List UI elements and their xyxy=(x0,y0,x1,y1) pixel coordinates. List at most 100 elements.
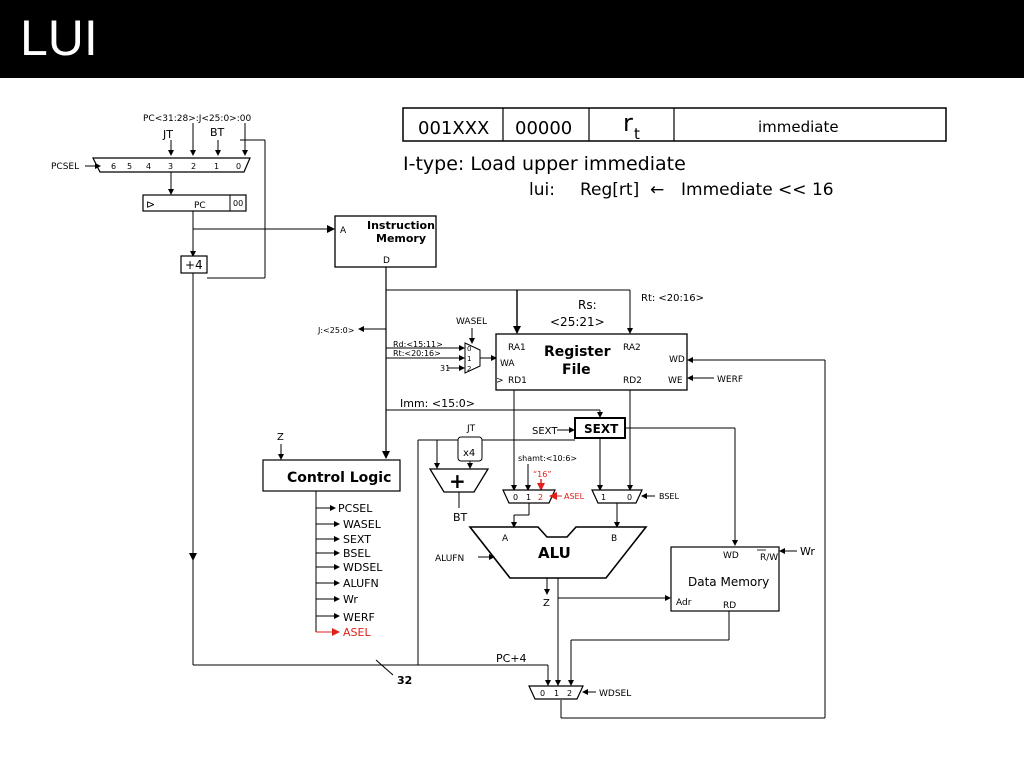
asel-mux xyxy=(502,489,556,504)
instruction-memory: Instruction Memory A D xyxy=(334,215,437,268)
rd-field-label: Rd:<15:11> xyxy=(393,340,443,349)
register-file: Register File RA1 RA2 WA WD > RD1 RD2 WE… xyxy=(495,333,826,719)
sext-box-label: SEXT xyxy=(584,422,619,436)
dmem-adr-port: Adr xyxy=(676,598,692,608)
dmem-wr-label: Wr xyxy=(800,545,815,558)
rs-field-label-2: <25:21> xyxy=(550,315,605,329)
pc-plus4-label: +4 xyxy=(185,258,203,272)
x4-label: x4 xyxy=(463,448,475,459)
pc4-label: PC+4 xyxy=(496,652,527,665)
assign-arrow-icon: ← xyxy=(650,180,664,200)
page-title: LUI xyxy=(20,10,98,66)
pcsel-in-2: 2 xyxy=(191,162,196,171)
pc-register xyxy=(142,194,247,212)
regfile-clock-icon: > xyxy=(496,376,504,386)
pcsel-label: PCSEL xyxy=(51,162,79,172)
rd2-port: RD2 xyxy=(623,376,642,386)
pcsel-in-4: 4 xyxy=(146,162,151,171)
dmem-label: Data Memory xyxy=(688,575,769,589)
wa-port: WA xyxy=(500,359,515,369)
control-logic-box xyxy=(262,459,401,492)
instruction-bus: Rt: <20:16> Rs: <25:21> J:<25:0> Rd:<15:… xyxy=(317,267,704,459)
register-file-box xyxy=(495,333,688,391)
bsel-signal-label: BSEL xyxy=(659,492,679,501)
title-bar: LUI xyxy=(0,0,1024,78)
format-caption: I-type: Load upper immediate xyxy=(403,153,686,175)
rd1-port: RD1 xyxy=(508,376,527,386)
wdsel-in-0: 0 xyxy=(540,689,545,698)
bsel-mux-group: 1 0 BSEL xyxy=(591,489,679,528)
ra2-port: RA2 xyxy=(623,343,641,353)
sign-extend: SEXT SEXT xyxy=(532,417,738,546)
wdsel-in-2: 2 xyxy=(567,689,572,698)
alu xyxy=(468,526,648,579)
field-rt: r xyxy=(623,109,633,137)
alu-label: ALU xyxy=(538,544,571,562)
branch-adder xyxy=(428,468,490,493)
rt-field-label: Rt: <20:16> xyxy=(641,293,704,304)
rs-field-label-1: Rs: xyxy=(578,298,597,312)
regfile-label-2: File xyxy=(562,362,591,378)
operation-prefix: lui: xyxy=(529,180,555,200)
pcsel-in-3: 3 xyxy=(168,162,173,171)
asel-in-1: 1 xyxy=(526,493,531,502)
control-signal-wdsel: WDSEL xyxy=(343,561,383,574)
wdsel-group: PC+4 32 0 1 2 WDSEL xyxy=(193,439,631,700)
wd-port: WD xyxy=(669,355,685,365)
operation-rhs: Immediate << 16 xyxy=(681,180,834,200)
wdsel-in-1: 1 xyxy=(554,689,559,698)
wdsel-mux xyxy=(528,685,584,700)
pcsel-in-6: 6 xyxy=(111,162,116,171)
alu-a-port: A xyxy=(502,534,509,544)
wasel-in-1: 1 xyxy=(467,355,471,363)
bus-width-label: 32 xyxy=(397,674,412,687)
imem-label-2: Memory xyxy=(376,232,426,245)
field-rt-subscript: t xyxy=(634,125,640,143)
field-immediate: immediate xyxy=(758,118,839,136)
asel-mux-group: shamt:<10:6> “16” 0 1 2 ASEL xyxy=(502,454,585,528)
control-signal-alufn: ALUFN xyxy=(343,577,379,590)
wasel-mux xyxy=(464,342,481,374)
imm-field-label: Imm: <15:0> xyxy=(400,397,475,410)
pcsel-in-5: 5 xyxy=(127,162,132,171)
bsel-in-1: 1 xyxy=(601,493,606,502)
control-signal-werf: WERF xyxy=(343,611,375,624)
bsel-mux xyxy=(591,489,643,504)
branch-jt-label: JT xyxy=(466,424,476,434)
alufn-label: ALUFN xyxy=(435,554,464,564)
pc-section: PC<31:28>:J<25:0>:00 JT BT 6 5 4 3 2 1 0… xyxy=(51,114,335,665)
field-opcode: 001XXX xyxy=(418,118,489,139)
control-signal-pcsel: PCSEL xyxy=(338,502,373,515)
j-field-label: J:<25:0> xyxy=(317,326,354,335)
r31-label: 31 xyxy=(440,364,450,373)
alu-b-port: B xyxy=(611,534,617,544)
pcsel-in-0: 0 xyxy=(236,162,241,171)
control-signal-bsel: BSEL xyxy=(343,547,371,560)
wasel-label: WASEL xyxy=(456,317,487,327)
pc-low-bits: 00 xyxy=(233,199,243,208)
branch-adder-plus: + xyxy=(449,469,466,493)
asel-in-2: 2 xyxy=(538,493,543,502)
alu-group: ALU A B ALUFN Z xyxy=(435,526,671,686)
regfile-label-1: Register xyxy=(544,344,611,360)
branch-target: JT x4 + BT xyxy=(428,424,575,524)
wasel-in-2: 2 xyxy=(467,365,471,373)
werf-label: WERF xyxy=(717,375,743,385)
asel-signal-label: ASEL xyxy=(564,492,585,501)
pc-label: PC xyxy=(194,201,206,211)
control-signals: PCSEL WASEL SEXT BSEL WDSEL ALUFN Wr WER… xyxy=(316,502,383,639)
control-signal-wr: Wr xyxy=(343,593,358,606)
pc-bt-label: BT xyxy=(210,126,225,139)
alu-z-label: Z xyxy=(543,598,550,609)
dmem-rd-port: RD xyxy=(723,601,736,611)
control-logic-label: Control Logic xyxy=(287,470,391,486)
data-memory-box xyxy=(670,546,780,612)
control-signal-asel: ASEL xyxy=(343,626,371,639)
imem-d-port: D xyxy=(383,256,390,266)
pcsel-in-1: 1 xyxy=(214,162,219,171)
imem-a-port: A xyxy=(340,226,347,236)
wasel-in-0: 0 xyxy=(467,345,471,353)
asel-sixteen-label: “16” xyxy=(533,470,551,479)
dmem-wd-port: WD xyxy=(723,551,739,561)
instruction-format: 001XXX 00000 r t immediate I-type: Load … xyxy=(402,107,947,200)
